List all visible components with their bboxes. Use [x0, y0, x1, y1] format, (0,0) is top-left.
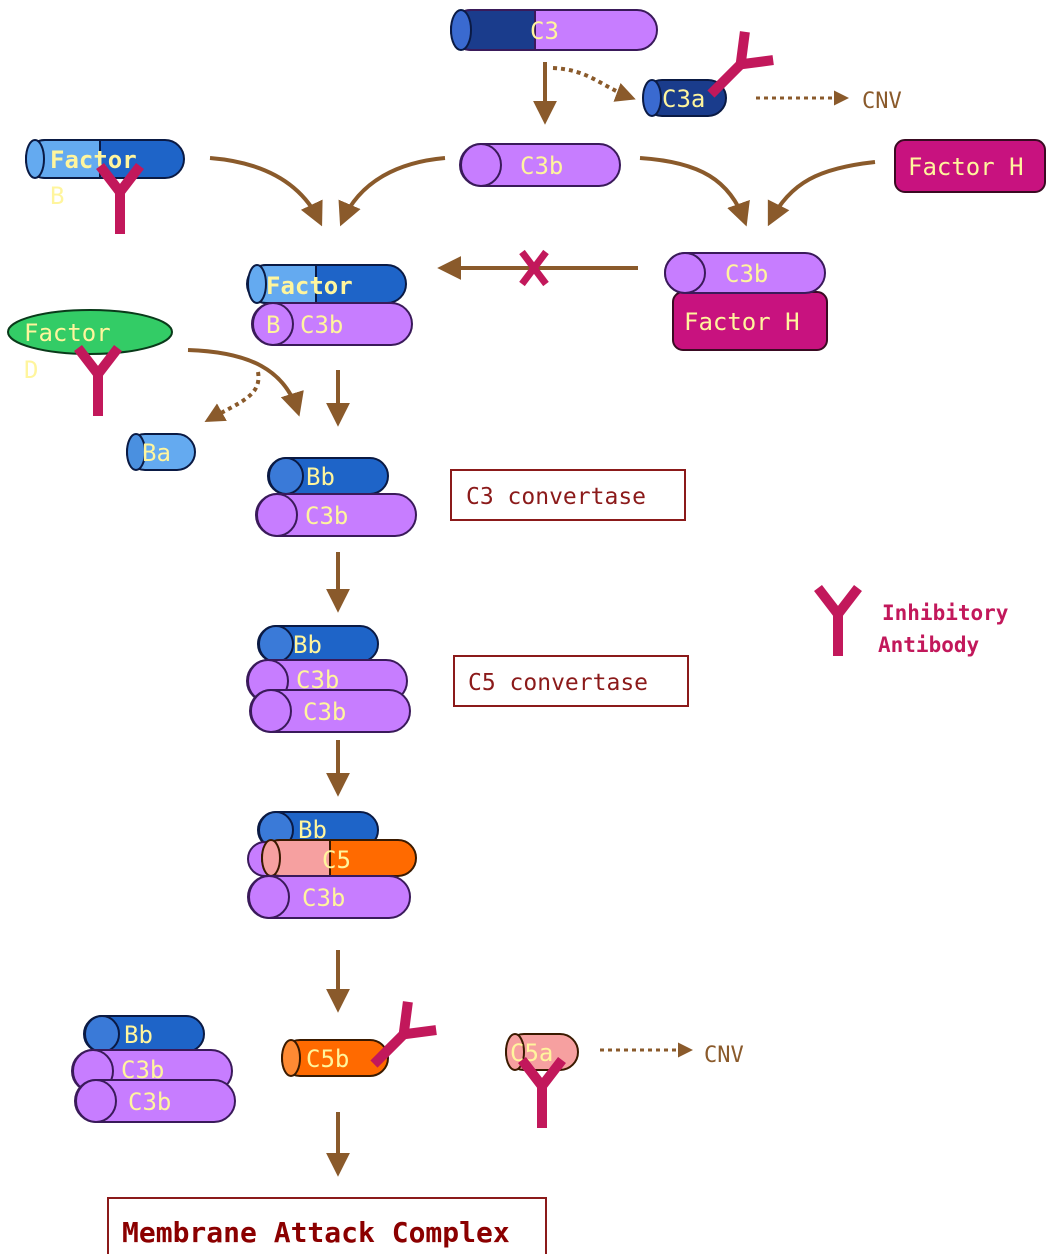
c5-convertase-complex: Bb C3b C3b	[246, 625, 411, 733]
c3b-complex-label: C3b	[300, 311, 343, 339]
factor-b-c3b-complex: Factor B C3b	[246, 264, 413, 346]
bb-final-label: Bb	[124, 1021, 153, 1049]
c3-molecule: C3	[450, 9, 658, 51]
c3b-with-h-label: C3b	[725, 260, 768, 288]
factor-b-complex-label: Factor	[266, 272, 353, 300]
mac-label: Membrane Attack Complex	[122, 1216, 510, 1249]
arrow-c3b-to-c3bh	[639, 156, 750, 227]
c3-label: C3	[530, 17, 559, 45]
legend-line2: Antibody	[878, 633, 980, 657]
arrows	[187, 62, 876, 1177]
c3b-c3conv-label: C3b	[305, 502, 348, 530]
arrow-factorb-to-complex	[209, 156, 323, 227]
c3-convertase-box: C3 convertase	[450, 469, 686, 521]
c3b-c5conv-label-2: C3b	[303, 698, 346, 726]
ba-label: Ba	[142, 439, 171, 467]
b-complex-label: B	[266, 311, 280, 339]
factor-h-free-label: Factor H	[908, 153, 1024, 181]
arrow-c3-to-c3a	[552, 66, 636, 102]
c3a-label: C3a	[662, 85, 705, 113]
antibody-y-icon	[78, 348, 118, 416]
factor-b-top-suffix: B	[50, 182, 64, 210]
bb-c5conv-label: Bb	[293, 631, 322, 659]
ba-molecule: Ba	[126, 433, 196, 471]
x-block-icon	[519, 249, 549, 287]
c5b-label: C5b	[306, 1045, 349, 1073]
c3-convertase-complex: Bb C3b	[255, 457, 417, 537]
factor-b-top-label: Factor	[50, 146, 137, 174]
c3b-factor-h-complex: C3b Factor H	[664, 252, 828, 351]
c5a-molecule: C5a	[505, 1033, 579, 1071]
c3a-molecule: C3a	[642, 79, 727, 117]
c3b-final-label-2: C3b	[128, 1088, 171, 1116]
bb-c3conv-label: Bb	[306, 463, 335, 491]
legend-line1: Inhibitory	[882, 601, 1009, 625]
arrow-factord-to-conv	[187, 348, 304, 417]
c5a-label: C5a	[510, 1039, 553, 1067]
c3b-top-label: C3b	[520, 152, 563, 180]
c5-convertase-label: C5 convertase	[468, 670, 648, 696]
c5-label: C5	[322, 846, 351, 874]
arrow-factorh-to-c3bh	[767, 160, 876, 227]
cnv-label-bottom: CNV	[704, 1043, 744, 1068]
factor-h-bound-label: Factor H	[684, 308, 800, 336]
c3-convertase-label: C3 convertase	[466, 484, 646, 510]
arrow-to-ba	[204, 371, 261, 422]
mac-box: Membrane Attack Complex	[107, 1197, 547, 1254]
arrow-c3b-to-complex	[338, 156, 446, 227]
c5b-molecule: C5b	[281, 1039, 389, 1077]
factor-b-molecule: Factor B	[25, 139, 185, 210]
cnv-label-top: CNV	[862, 89, 902, 114]
factor-d-label: Factor	[24, 319, 111, 347]
c5-bound-complex: Bb C5 C3b	[247, 811, 417, 919]
c3b-c5bound-label: C3b	[302, 884, 345, 912]
final-convertase-complex: Bb C3b C3b	[71, 1015, 236, 1123]
factor-h-molecule: Factor H	[894, 139, 1046, 193]
factor-d-suffix: D	[24, 356, 38, 384]
c5-convertase-box: C5 convertase	[453, 655, 689, 707]
factor-d-molecule: Factor D	[7, 309, 173, 384]
c3b-molecule: C3b	[459, 143, 621, 187]
legend: Inhibitory Antibody	[818, 588, 1009, 657]
antibody-y-icon	[818, 588, 858, 656]
